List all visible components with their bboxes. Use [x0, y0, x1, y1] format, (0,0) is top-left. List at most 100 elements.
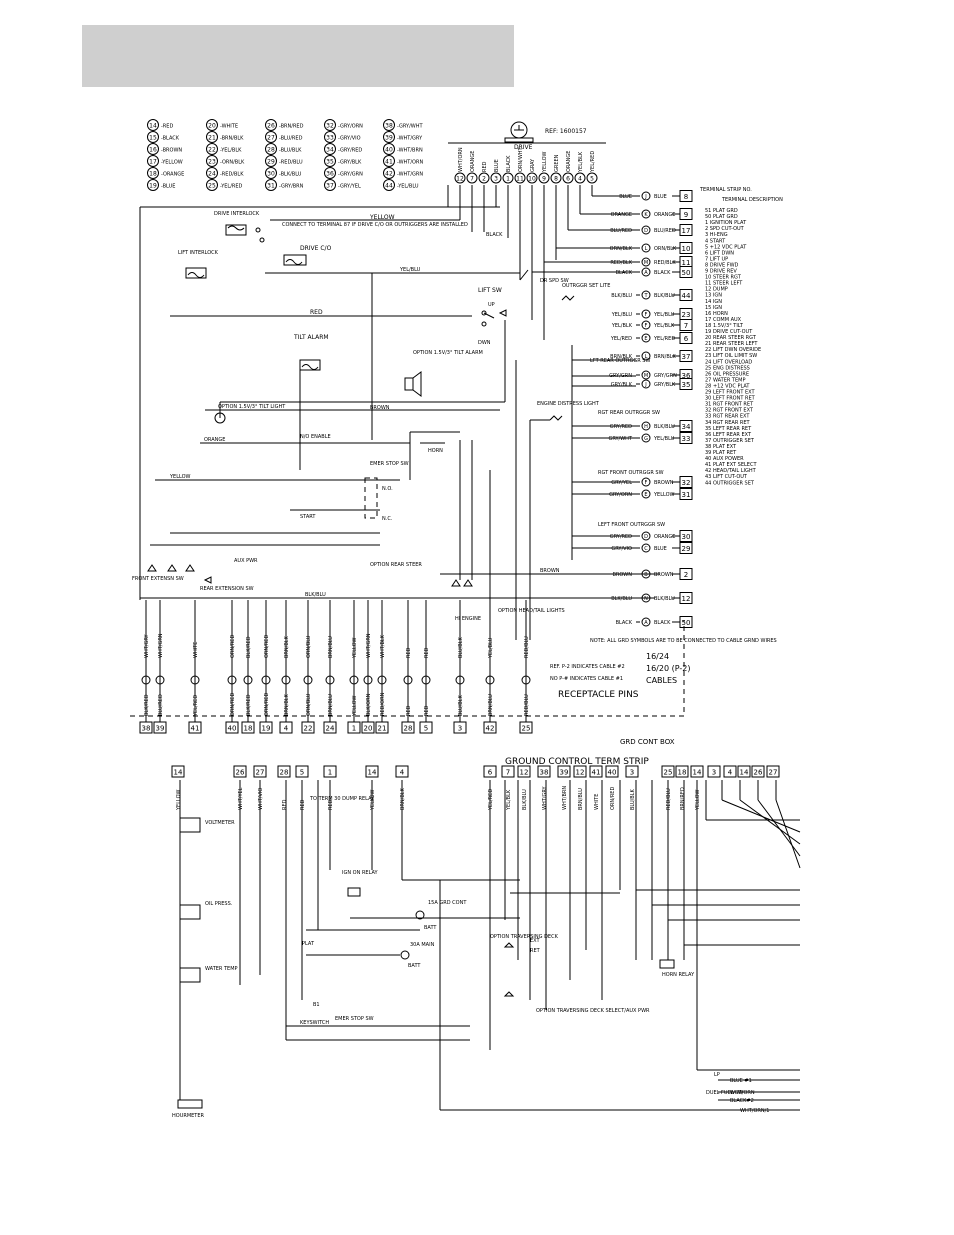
bottom-terminal — [375, 721, 389, 734]
drive-pin — [574, 172, 586, 184]
svg-text:BATT: BATT — [408, 963, 421, 969]
terminal-desc: 10 STEER RGT — [705, 275, 742, 281]
conn-pin — [641, 333, 651, 343]
svg-text:UP: UP — [488, 302, 495, 308]
conn-pin — [641, 543, 651, 553]
horn: HORN — [420, 442, 445, 454]
conn-wire: RED/BLK — [610, 260, 632, 266]
conn-pin-label: M — [644, 260, 648, 266]
svg-text:ENGINE DISTRESS LIGHT: ENGINE DISTRESS LIGHT — [537, 401, 600, 407]
bottom-wire: WHT/BLK — [380, 634, 386, 658]
lower-wire: ORN/RED — [610, 787, 616, 810]
legend-number — [206, 179, 218, 191]
conn-pin-label: M — [644, 373, 648, 379]
bottom-pin-wire: RED/ORN — [380, 692, 386, 716]
legend-number — [206, 119, 218, 131]
terminal-desc: 16 HORN — [705, 311, 728, 317]
svg-text:DWN: DWN — [478, 340, 491, 346]
drive-pin-number: 12 — [456, 176, 464, 183]
terminal-box-label: 32 — [682, 479, 691, 487]
drive-pin — [514, 172, 526, 184]
conn-pin — [641, 320, 651, 330]
svg-text:CONNECT TO TERMINAL 87 IF DRIV: CONNECT TO TERMINAL 87 IF DRIVE C/O OR O… — [282, 222, 468, 228]
ref-label: REF: 1600157 — [545, 128, 587, 135]
legend-number — [383, 143, 395, 155]
svg-text:OIL PRESS.: OIL PRESS. — [205, 901, 233, 907]
bottom-terminal-label: 3 — [458, 725, 462, 733]
bottom-wire: WHT/GRY — [144, 634, 150, 658]
drive-pin-wire: BLACK — [506, 155, 512, 172]
svg-text:LFT REAR OUTRGGR SW: LFT REAR OUTRGGR SW — [590, 358, 650, 364]
bottom-wire: ORN/RED — [264, 635, 270, 658]
svg-text:HI ENGINE: HI ENGINE — [455, 616, 481, 622]
drive-pin-wire: GREEN — [554, 154, 560, 172]
terminal-desc: 1 IGNITION PLAT — [705, 220, 747, 226]
svg-text:EXT: EXT — [530, 938, 540, 944]
conn-wire: BLACK — [616, 620, 633, 626]
bottom-wire: WHITE — [193, 642, 199, 658]
lower-terminal — [766, 765, 780, 778]
lower-wire: RED — [300, 799, 306, 810]
bottom-terminal-label: 19 — [262, 725, 271, 733]
svg-text:OPTION 1.5V/3° TILT LIGHT: OPTION 1.5V/3° TILT LIGHT — [218, 404, 286, 410]
svg-text:OPTION TRAVERSING DECK SELECT/: OPTION TRAVERSING DECK SELECT/AUX PWR — [536, 1008, 650, 1014]
legend-number — [383, 167, 395, 179]
legend-number-text: 36 — [326, 171, 334, 178]
bottom-terminal-label: 24 — [326, 725, 335, 733]
terminal-box — [679, 378, 693, 390]
conn-wire: BRN/BLK — [610, 354, 633, 360]
bottom-wire: BRN/BLU — [328, 636, 334, 658]
color-legend: 14-RED15-BLACK16-BROWN17-YELLOW18-ORANGE… — [147, 119, 423, 191]
terminal-desc: 2 SPD CUT-OUT — [705, 226, 745, 232]
bottom-terminal — [483, 721, 497, 734]
terminal-desc: 41 PLAT EXT SELECT — [705, 462, 757, 468]
svg-text:DRIVE C/O: DRIVE C/O — [300, 245, 332, 252]
bottom-pin-wire: BRN/BLU — [328, 694, 334, 716]
bottom-pin-wire: ORN/RED — [264, 693, 270, 716]
conn-pin-label: A — [644, 270, 648, 276]
bottom-pin — [485, 675, 495, 685]
lower-terminal — [737, 765, 751, 778]
svg-text:LP: LP — [714, 1072, 720, 1078]
terminal-box — [679, 420, 693, 432]
svg-text:FRONT EXTENSN SW: FRONT EXTENSN SW — [132, 576, 184, 582]
lower-terminal — [483, 765, 497, 778]
bottom-terminal — [225, 721, 239, 734]
legend-number — [324, 119, 336, 131]
terminal-box-label: 34 — [682, 423, 691, 431]
terminal-desc: 15 IGN — [705, 305, 722, 311]
legend-number-text: 16 — [149, 147, 157, 154]
conn-out: BLUE — [654, 194, 667, 200]
conn-pin-label: C — [644, 546, 648, 552]
drive-pin-number: 7 — [470, 176, 474, 183]
legend-color: -YEL/BLU — [397, 184, 419, 190]
legend-color: -GRY/GRN — [338, 172, 363, 178]
terminal-desc: 23 LIFT OIL LIMIT SW — [705, 353, 757, 359]
bottom-pin-wire: BLK/ORN — [366, 693, 372, 716]
conn-pin-label: B — [644, 572, 648, 578]
svg-text:NO P-# INDICATES CABLE #1: NO P-# INDICATES CABLE #1 — [550, 676, 623, 682]
lower-terminal — [723, 765, 737, 778]
start-switch: START — [300, 514, 316, 520]
terminal-desc-header: TERMINAL DESCRIPTION — [721, 197, 783, 203]
terminal-desc: 29 LEFT FRONT EXT — [705, 390, 755, 396]
bottom-pin-wire: ORN/RED — [230, 693, 236, 716]
legend-color: -GRY/BRN — [279, 184, 304, 190]
lower-terminal-label: 14 — [740, 769, 749, 777]
conn-pin — [641, 257, 651, 267]
svg-text:B1: B1 — [313, 1002, 320, 1008]
bottom-pin — [403, 675, 413, 685]
legend-number — [147, 155, 159, 167]
drive-pin-wire: BLUE — [494, 159, 500, 172]
lower-wire: WHT/GRY — [542, 786, 548, 810]
emer-stop-switch: EMER STOP SW N.O. N.C. — [364, 461, 409, 522]
lower-terminal — [557, 765, 571, 778]
drive-pin — [466, 172, 478, 184]
terminal-desc: 5 +12 VDC PLAT — [705, 244, 747, 250]
legend-number-text: 40 — [385, 147, 393, 154]
legend-number-text: 38 — [385, 123, 393, 130]
terminal-box-label: 50 — [682, 269, 691, 277]
conn-wire: ORANGE — [611, 212, 632, 218]
svg-text:OPTION 1.5V/3° TILT ALARM: OPTION 1.5V/3° TILT ALARM — [413, 350, 483, 356]
svg-text:CABLES: CABLES — [646, 676, 677, 685]
